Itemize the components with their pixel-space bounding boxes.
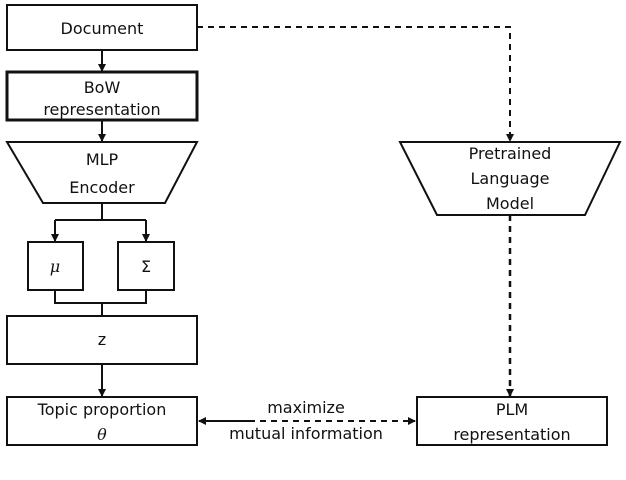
topic-proportion-box — [6, 396, 198, 446]
plm-label-3: Model — [486, 194, 534, 213]
topic-label-1: Topic proportion — [37, 400, 167, 419]
document-label: Document — [61, 19, 144, 38]
bow-label-1: BoW — [84, 78, 121, 97]
topic-label-2: θ — [97, 425, 107, 444]
edge-label-2: mutual information — [229, 424, 383, 443]
mlp-encoder-trapezoid — [5, 141, 199, 204]
plm-rep-label-2: representation — [453, 425, 570, 444]
merge-connector — [54, 290, 147, 315]
plm-representation-box — [416, 396, 608, 446]
plm-label-1: Pretrained — [469, 144, 552, 163]
plm-label-2: Language — [471, 169, 550, 188]
edge-label-1: maximize — [267, 398, 345, 417]
encoder-label-1: MLP — [86, 150, 119, 169]
mu-label: μ — [50, 257, 60, 276]
plm-rep-label-1: PLM — [496, 400, 528, 419]
plm-trapezoid — [398, 141, 622, 216]
dashed-doc-plm — [197, 26, 514, 142]
sigma-label: Σ — [141, 257, 151, 276]
encoder-label-2: Encoder — [69, 178, 135, 197]
split-connector — [55, 203, 146, 221]
bow-label-2: representation — [43, 100, 160, 119]
z-label: z — [98, 330, 106, 349]
